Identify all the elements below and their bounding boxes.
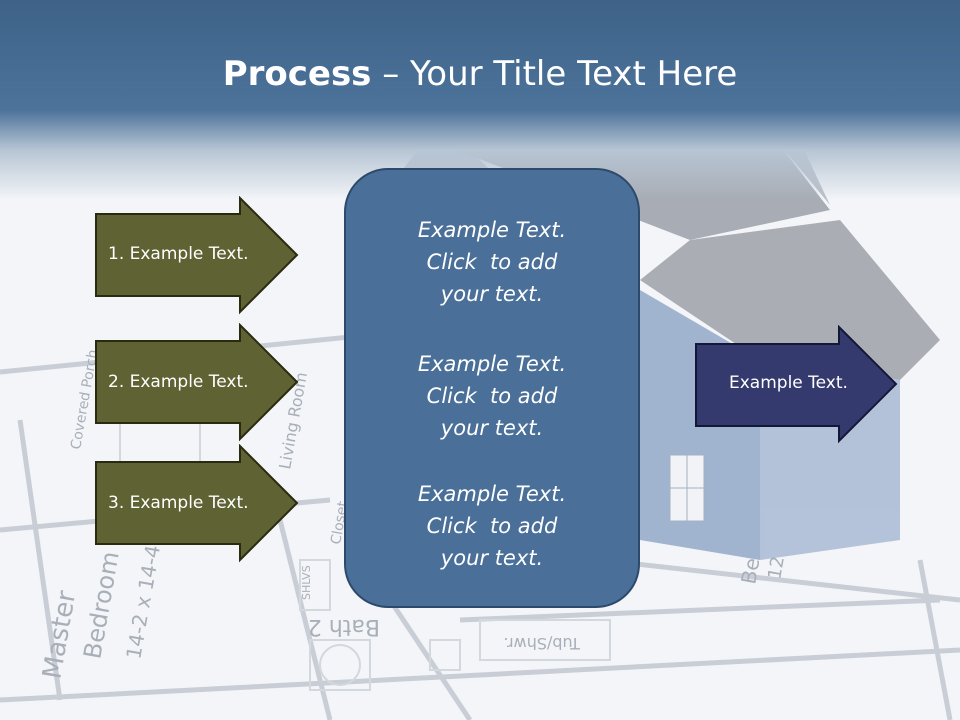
panel-block-1: Example Text. Click to add your text.: [346, 214, 638, 310]
panel-block-3: Example Text. Click to add your text.: [346, 478, 638, 574]
panel-block-1-line-1: Example Text.: [417, 218, 567, 242]
panel-block-3-line-1: Example Text.: [417, 482, 567, 506]
blueprint-label-tub: Tub/Shwr.: [503, 634, 581, 653]
arrow-label-2: 2. Example Text.: [108, 372, 249, 392]
blueprint-label-12: 12: [764, 555, 789, 581]
slide-title-rest: – Your Title Text Here: [371, 54, 738, 94]
slide-title-bold: Process: [222, 54, 372, 94]
panel-block-3-line-2: Click to add: [426, 514, 558, 538]
arrow-shape-right[interactable]: [694, 325, 900, 445]
arrow-label-3: 3. Example Text.: [108, 493, 249, 513]
arrow-shape-2[interactable]: [94, 323, 300, 443]
arrow-label-1: 1. Example Text.: [108, 244, 249, 264]
panel-block-2-line-2: Click to add: [426, 384, 558, 408]
panel-block-1-line-2: Click to add: [426, 250, 558, 274]
blueprint-label-bath: Bath 2: [308, 614, 380, 639]
arrow-shape-3[interactable]: [94, 444, 300, 564]
panel-block-2-line-3: your text.: [440, 416, 544, 440]
arrow-label-right: Example Text.: [729, 373, 848, 393]
arrow-shape-1[interactable]: [94, 196, 300, 316]
panel-block-1-line-3: your text.: [440, 282, 544, 306]
slide-title: Process – Your Title Text Here: [0, 50, 960, 98]
blueprint-label-shlvs: SHLVS: [300, 565, 313, 600]
panel-block-3-line-3: your text.: [440, 546, 544, 570]
blueprint-label-be: Be: [736, 556, 764, 586]
center-panel[interactable]: Example Text. Click to add your text. Ex…: [344, 168, 640, 608]
header-band: [0, 0, 960, 200]
panel-block-2-line-1: Example Text.: [417, 352, 567, 376]
panel-block-2: Example Text. Click to add your text.: [346, 348, 638, 444]
